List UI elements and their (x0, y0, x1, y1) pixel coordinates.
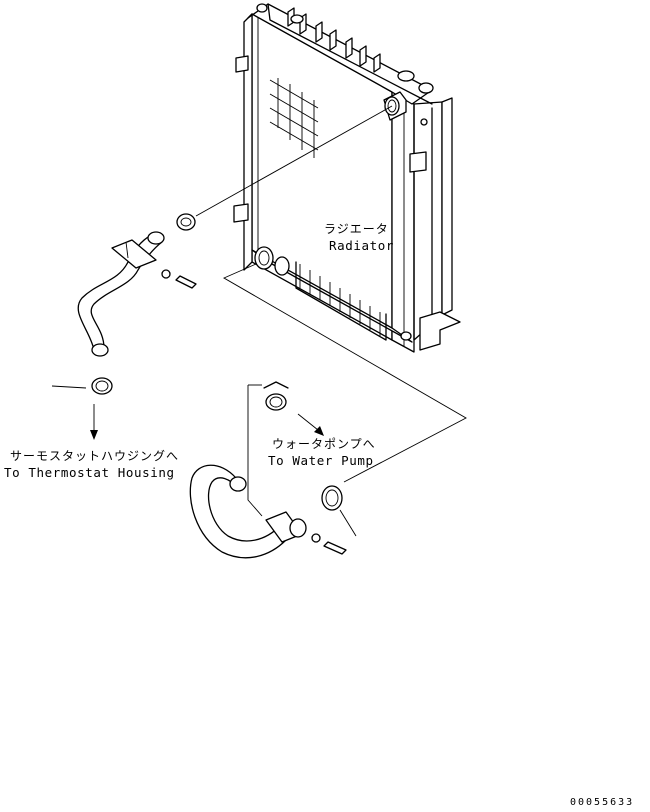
radiator-label-jp: ラジエータ (324, 222, 389, 236)
top-tank-ribs (256, 3, 434, 94)
water-pump-label-jp: ウォータポンプへ (272, 437, 376, 451)
water-pump-label-en: To Water Pump (268, 453, 374, 468)
leader-lines (51, 105, 467, 537)
thermostat-label-en: To Thermostat Housing (4, 465, 175, 480)
radiator (233, 3, 461, 353)
core-grid (269, 78, 319, 158)
lower-outlet-pipe (254, 246, 290, 276)
drawing-number: 00055633 (570, 797, 635, 808)
arrows (90, 404, 324, 440)
lower-hose-assembly (189, 381, 347, 559)
upper-hose-assembly (77, 213, 197, 395)
radiator-label-en: Radiator (329, 238, 395, 253)
thermostat-label-jp: サーモスタットハウジングへ (10, 449, 180, 463)
lower-tank-fins (251, 249, 413, 343)
